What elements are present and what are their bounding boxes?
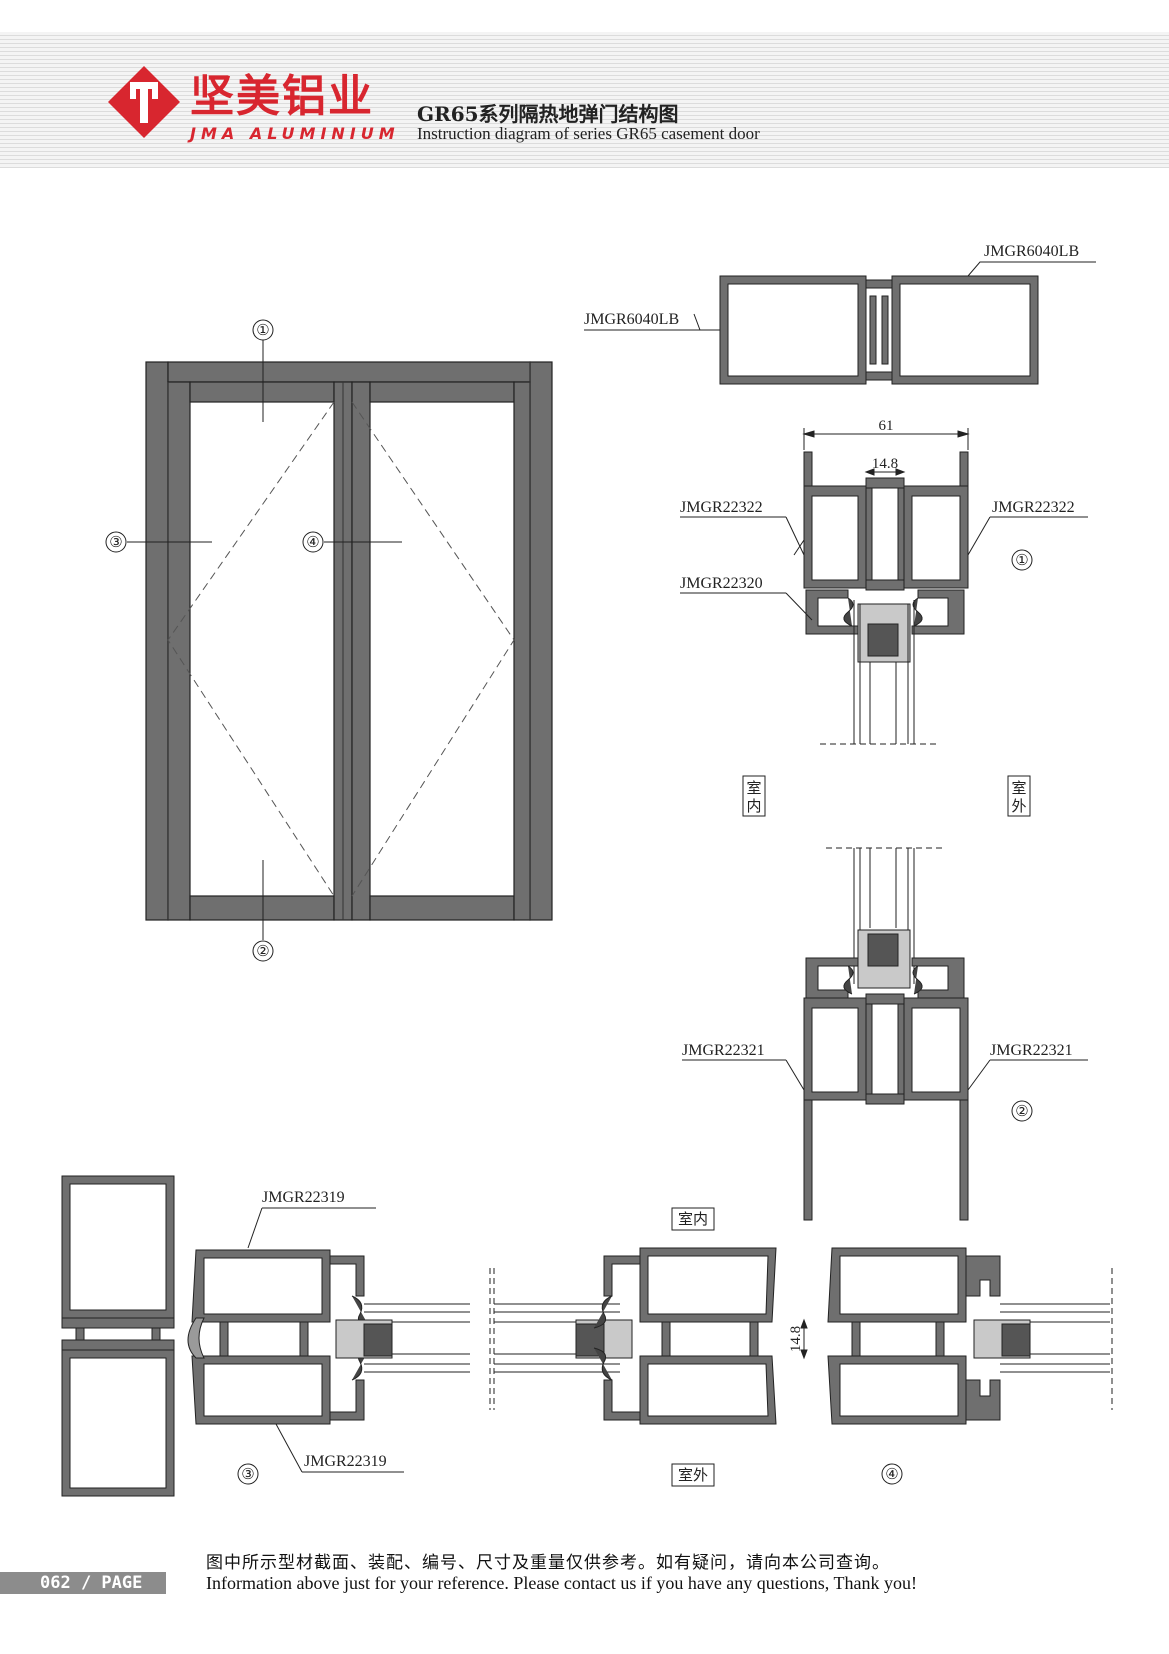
elevation-marker-2: ② <box>256 944 269 960</box>
part-label-jmgr22322-right: JMGR22322 <box>992 499 1075 516</box>
brand-name-cn: 坚美铝业 <box>190 71 374 122</box>
section-top-coupling: JMGR6040LB JMGR6040LB <box>584 243 1096 385</box>
dim-overall-61: 61 <box>879 418 894 434</box>
outdoor-label-section4: 室外 <box>678 1466 708 1484</box>
indoor-label-cn-1: 室 <box>746 779 761 797</box>
part-label-jmgr22321-right: JMGR22321 <box>990 1042 1073 1059</box>
indoor-label-cn-2: 内 <box>746 797 761 815</box>
part-label-jmgr22322-left: JMGR22322 <box>680 499 763 516</box>
part-label-jmgr6040lb-right: JMGR6040LB <box>984 243 1079 260</box>
dim-section4-14-8: 14.8 <box>788 1326 804 1352</box>
section-marker-4: ④ <box>885 1467 898 1483</box>
part-label-jmgr22319-top: JMGR22319 <box>262 1189 345 1206</box>
section-marker-3: ③ <box>241 1467 254 1483</box>
page-number: 062 / PAGE <box>40 1573 143 1593</box>
dim-center-14-8: 14.8 <box>872 456 898 472</box>
page-number-badge <box>0 1572 166 1594</box>
brand-name-en: JMA ALUMINIUM <box>190 124 400 143</box>
part-label-jmgr22319-bottom: JMGR22319 <box>304 1453 387 1470</box>
page-header <box>0 32 1169 168</box>
part-label-jmgr22321-left: JMGR22321 <box>682 1042 765 1059</box>
elevation-marker-4: ④ <box>306 535 319 551</box>
page-title-cn: GR65系列隔热地弹门结构图 <box>417 102 679 126</box>
section-3-side-profile: JMGR22319 JMGR22319 ③ <box>61 1175 491 1497</box>
part-label-jmgr22320: JMGR22320 <box>680 575 763 592</box>
elevation-marker-3: ③ <box>109 535 122 551</box>
elevation-marker-1: ① <box>256 323 269 339</box>
page-title-en: Instruction diagram of series GR65 casem… <box>417 124 760 143</box>
section-marker-1: ① <box>1015 553 1028 569</box>
part-label-jmgr6040lb-left: JMGR6040LB <box>584 311 679 328</box>
section-marker-2: ② <box>1015 1104 1028 1120</box>
section-1-top-profile: 61 14.8 <box>680 418 1088 817</box>
jma-logo-icon <box>108 66 180 138</box>
footer-note-cn: 图中所示型材截面、装配、编号、尺寸及重量仅供参考。如有疑问，请向本公司查询。 <box>206 1553 890 1573</box>
indoor-label-section4: 室内 <box>678 1210 708 1228</box>
section-4-meeting-stile: 14.8 室内 室外 ④ <box>493 1207 1113 1487</box>
outdoor-label-cn-2: 外 <box>1011 797 1026 815</box>
door-elevation: ① ② ③ ④ <box>105 319 553 962</box>
footer-note-en: Information above just for your referenc… <box>206 1573 917 1593</box>
section-2-bottom-profile: JMGR22321 JMGR22321 ② <box>682 847 1088 1221</box>
outdoor-label-cn-1: 室 <box>1011 779 1026 797</box>
